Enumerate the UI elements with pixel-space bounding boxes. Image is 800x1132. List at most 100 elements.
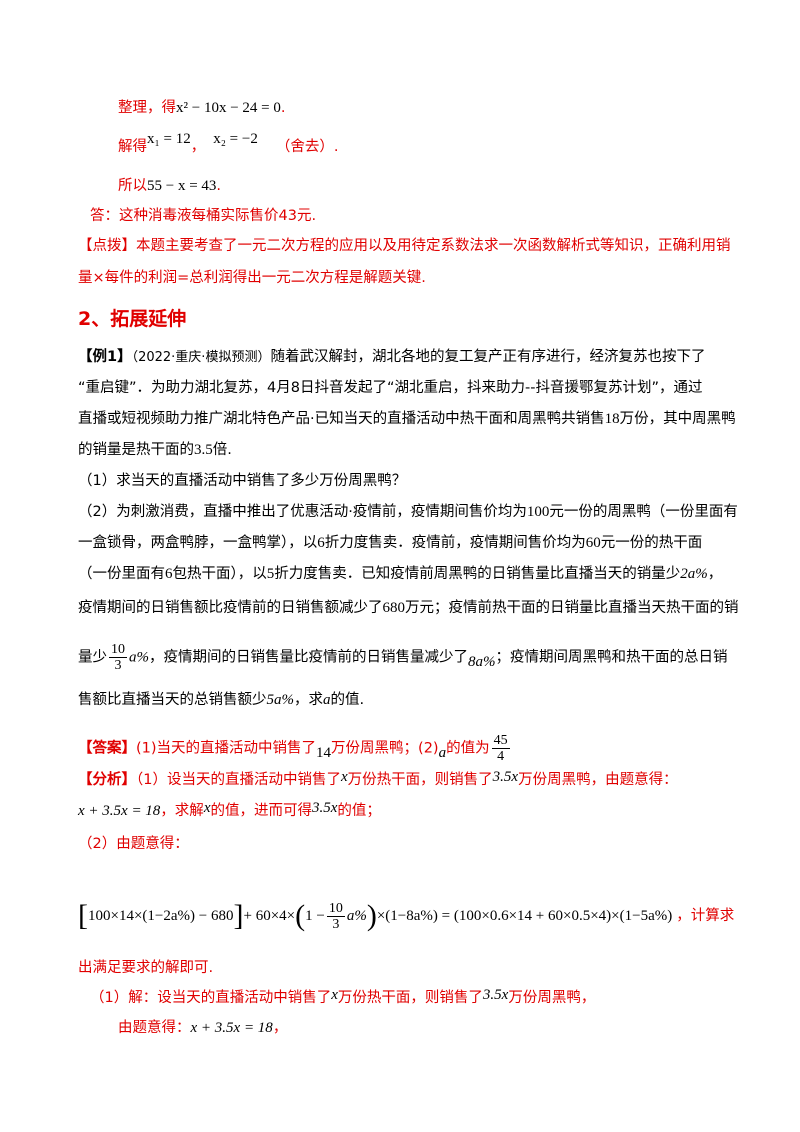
solve-line: 解得x₁ = 12，x₂ = −2（舍去）. xyxy=(118,131,339,157)
solve-label: 解得 xyxy=(118,139,147,155)
q6-text-a: 量少 xyxy=(78,649,107,666)
eq-part-d: a% xyxy=(346,908,367,924)
question-2-line-3: （一份里面有6包热干面），以5折力度售卖．已知疫情前周黑鸭的日销售量比直播当天的… xyxy=(78,564,722,584)
answer-text-c: 的值为 xyxy=(446,740,490,757)
root-x1: x₁ = 12 xyxy=(147,131,191,147)
number-100: 100 xyxy=(526,504,550,520)
number-680: 680 xyxy=(382,600,406,616)
q4-text-b: 包热干面），以 xyxy=(172,566,267,582)
question-1: （1）求当天的直播活动中销售了多少万份周黑鸭？ xyxy=(78,471,406,491)
number-5: 5 xyxy=(266,566,275,582)
tidy-line: 整理，得x² − 10x − 24 = 0. xyxy=(118,98,286,118)
eq-part-e: ×(1−8a%) = (100×0.6×14 + 60×0.5×4)×(1−5a… xyxy=(376,908,673,924)
example-text-1: 随着武汉解封，湖北各地的复工复产正有序进行，经济复苏也按下了 xyxy=(270,349,706,365)
solution2-text-1b: 万份热干面，则销售了 xyxy=(337,990,483,1006)
number-6b: 6 xyxy=(165,566,173,582)
eq-part-a: 100×14×(1−2a%) − 680 xyxy=(88,908,234,924)
q2-text-b: 元一份的周黑鸭（一份里面有 xyxy=(549,504,738,520)
analysis-line-2: x + 3.5x = 18，求解x的值，进而可得3.5x的值； xyxy=(78,800,381,821)
q7-text-c: 的值. xyxy=(330,692,365,708)
answer-line: 答：这种消毒液每桶实际售价43元. xyxy=(90,206,316,226)
expr-8a-percent: 8a% xyxy=(468,653,496,670)
answer-text-b: 万份周黑鸭；(2) xyxy=(331,740,439,757)
answer-var-a: a xyxy=(438,744,447,761)
q3-text-b: 折力度售卖．疫情前，疫情期间售价均为 xyxy=(324,535,586,551)
solution2-line-1: （1）解：设当天的直播活动中销售了x万份热干面，则销售了3.5x万份周黑鸭， xyxy=(90,987,596,1008)
solution2-expr-3-5x: 3.5x xyxy=(482,987,509,1003)
analysis-line-5: 出满足要求的解即可. xyxy=(78,958,213,978)
so-line: 所以55 − x = 43. xyxy=(118,176,221,196)
solution2-equation: x + 3.5x = 18 xyxy=(190,1020,273,1036)
number-60: 60 xyxy=(585,535,601,551)
expr-a: a xyxy=(323,692,331,708)
example-source: （2022·重庆·模拟预测） xyxy=(131,350,271,365)
analysis-var-x-2: x xyxy=(203,800,211,816)
solution2-text-2b: ， xyxy=(272,1020,288,1036)
answer-text: 答：这种消毒液每桶实际售价43元. xyxy=(90,208,317,224)
q7-text-a: 售额比直播当天的总销售额少 xyxy=(78,692,267,708)
analysis-text-1b: 万份热干面，则销售了 xyxy=(347,772,493,788)
analysis-text-5: 出满足要求的解即可. xyxy=(78,960,214,976)
analysis-text-1c: 万份周黑鸭，由题意得： xyxy=(518,772,678,788)
fraction-numerator: 10 xyxy=(109,642,127,658)
question-2-line-6: 售额比直播当天的总销售额少5a%，求a的值. xyxy=(78,690,364,710)
analysis-var-x: x xyxy=(340,769,348,785)
eq-part-b: + 60×4× xyxy=(243,908,296,924)
question-2-line-4: 疫情期间的日销售额比疫情前的日销售额减少了680万元；疫情前热干面的日销量比直播… xyxy=(78,598,739,618)
example-text-4b: 倍. xyxy=(212,442,232,458)
so-label: 所以 xyxy=(118,178,147,194)
so-equation: 55 − x = 43 xyxy=(147,178,217,194)
q5-text-b: 万元；疫情前热干面的日销量比直播当天热干面的销 xyxy=(405,600,739,616)
example-line-1: 【例1】（2022·重庆·模拟预测）随着武汉解封，湖北各地的复工复产正有序进行，… xyxy=(78,347,705,368)
example-text-4a: 的销量是热干面的 xyxy=(78,442,194,458)
analysis-equation: x + 3.5x = 18 xyxy=(78,803,161,819)
answer-fraction-numerator: 45 xyxy=(491,733,510,749)
question-2-line-2: 一盒锁骨，两盒鸭脖，一盒鸭掌），以6折力度售卖．疫情前，疫情期间售价均为60元一… xyxy=(78,533,702,553)
q3-text-a: 一盒锁骨，两盒鸭脖，一盒鸭掌），以 xyxy=(78,535,318,551)
example-line-4: 的销量是热干面的3.5倍. xyxy=(78,440,232,460)
q3-text-c: 元一份的热干面 xyxy=(600,535,703,551)
answer-text-a: (1)当天的直播活动中销售了 xyxy=(136,740,317,757)
answer-fraction-denominator: 4 xyxy=(497,749,505,764)
q7-text-b: ，求 xyxy=(294,692,323,708)
so-period: . xyxy=(216,178,222,194)
section-title: 2、拓展延伸 xyxy=(78,308,187,330)
example-line-3: 直播或短视频助力推广湖北特色产品·已知当天的直播活动中热干面和周黑鸭共销售18万… xyxy=(78,409,736,429)
number-3-5: 3.5 xyxy=(194,442,213,458)
question-1-text: （1）求当天的直播活动中销售了多少万份周黑鸭？ xyxy=(78,473,407,489)
fraction-denominator: 3 xyxy=(114,658,122,673)
analysis-tag: 【分析】 xyxy=(78,772,136,788)
example-line-2: “重启键”．为助力湖北复苏，4月8日抖音发起了“湖北重启，抖来助力--抖音援鄂复… xyxy=(78,378,702,398)
root-x2: x₂ = −2 xyxy=(213,131,258,147)
analysis-line-1: 【分析】（1）设当天的直播活动中销售了x万份热干面，则销售了3.5x万份周黑鸭，… xyxy=(78,769,678,790)
example-text-3a: 直播或短视频助力推广湖北特色产品·已知当天的直播活动中热干面和周黑鸭共销售 xyxy=(78,411,605,427)
analysis-line-3: （2）由题意得： xyxy=(78,834,189,854)
answer-tag: 【答案】 xyxy=(78,740,136,757)
analysis-text-3: （2）由题意得： xyxy=(78,836,189,852)
discard-note: （舍去）. xyxy=(275,139,339,155)
example-tag: 【例1】 xyxy=(78,349,132,365)
eq-fraction-numerator: 10 xyxy=(326,901,345,918)
tip-text-1: 【点拨】本题主要考查了一元二次方程的应用以及用待定系数法求一次函数解析式等知识，… xyxy=(78,238,731,254)
eq-part-c: 1 − xyxy=(305,908,325,924)
expr-a-percent: a% xyxy=(129,649,149,666)
tip-text-2: 量×每件的利润=总利润得出一元二次方程是解题关键. xyxy=(78,270,426,286)
analysis-expr-3-5x: 3.5x xyxy=(492,769,519,785)
analysis-text-2c: 的值； xyxy=(337,803,381,819)
tidy-period: . xyxy=(280,100,286,116)
q2-text-a: （2）为刺激消费，直播中推出了优惠活动·疫情前，疫情期间售价均为 xyxy=(78,504,527,520)
solution2-var-x: x xyxy=(331,987,338,1003)
q6-text-c: ；疫情期间周黑鸭和热干面的总日销 xyxy=(495,649,728,666)
question-2-line-1: （2）为刺激消费，直播中推出了优惠活动·疫情前，疫情期间售价均为100元一份的周… xyxy=(78,502,738,522)
eq-fraction-denominator: 3 xyxy=(332,917,340,933)
q4-text-d: ， xyxy=(707,566,723,582)
tidy-equation: x² − 10x − 24 = 0 xyxy=(176,100,281,116)
solution2-text-1c: 万份周黑鸭， xyxy=(508,990,596,1006)
analysis-text-2a: ，求解 xyxy=(160,803,204,819)
tip-line-1: 【点拨】本题主要考查了一元二次方程的应用以及用待定系数法求一次函数解析式等知识，… xyxy=(78,236,731,256)
expr-2a-percent: 2a% xyxy=(680,566,708,582)
